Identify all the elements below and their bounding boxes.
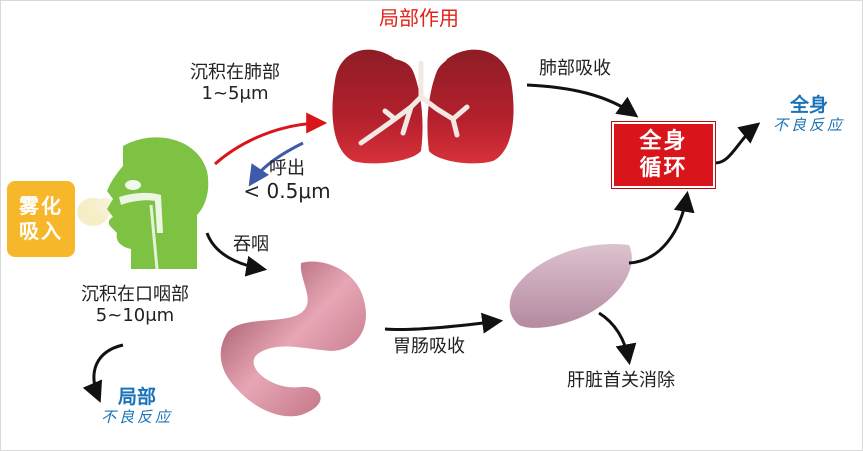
oropharynx-deposition-block: 沉积在口咽部 5~10μm xyxy=(55,284,215,326)
systemic-adverse-block: 全身 不良反应 xyxy=(759,94,859,134)
nebulizer-badge: 雾化吸入 xyxy=(7,181,75,257)
local-adverse-arrow xyxy=(82,343,124,403)
lung-absorption-arrow xyxy=(526,83,639,118)
hepatic-clearance-arrow xyxy=(598,311,637,366)
local-adverse-block: 局部 不良反应 xyxy=(87,386,187,426)
local-adverse-subtitle: 不良反应 xyxy=(100,407,173,426)
lung-deposition-label: 沉积在肺部 xyxy=(190,62,280,83)
stomach-intestine-icon xyxy=(220,261,367,417)
exhale-size: < 0.5μm xyxy=(243,178,331,203)
lung-deposition-block: 沉积在肺部 1~5μm xyxy=(171,62,299,104)
head-profile-icon xyxy=(107,137,209,270)
oropharynx-deposition-size: 5~10μm xyxy=(95,304,175,326)
gi-absorption-arrow xyxy=(384,312,504,334)
systemic-adverse-subtitle: 不良反应 xyxy=(772,115,845,134)
exhale-block: 呼出 < 0.5μm xyxy=(227,158,347,203)
lung-deposition-size: 1~5μm xyxy=(201,82,269,104)
systemic-adverse-title: 全身 xyxy=(789,94,828,116)
hepatic-clearance-label: 肝脏首关消除 xyxy=(567,370,675,391)
inhale-to-lung-arrow xyxy=(214,112,328,166)
gi-absorption-label: 胃肠吸收 xyxy=(393,336,465,357)
liver-icon xyxy=(509,244,632,328)
systemic-adverse-arrow xyxy=(714,122,761,165)
oropharynx-deposition-label: 沉积在口咽部 xyxy=(81,284,189,305)
diagram-title: 局部作用 xyxy=(379,6,459,30)
lung-absorption-label: 肺部吸收 xyxy=(539,58,611,79)
exhale-label: 呼出 xyxy=(269,158,305,179)
liver-to-systemic-arrow xyxy=(628,190,695,265)
systemic-circulation-box: 全身循环 xyxy=(611,121,716,189)
lungs-icon xyxy=(332,49,514,164)
local-adverse-title: 局部 xyxy=(117,386,156,408)
exhale-arrow xyxy=(248,141,304,187)
swallow-arrow xyxy=(205,232,268,277)
swallow-label: 吞咽 xyxy=(233,234,269,255)
nebulizer-label: 雾化吸入 xyxy=(19,194,63,243)
systemic-circulation-label: 全身循环 xyxy=(639,128,688,182)
